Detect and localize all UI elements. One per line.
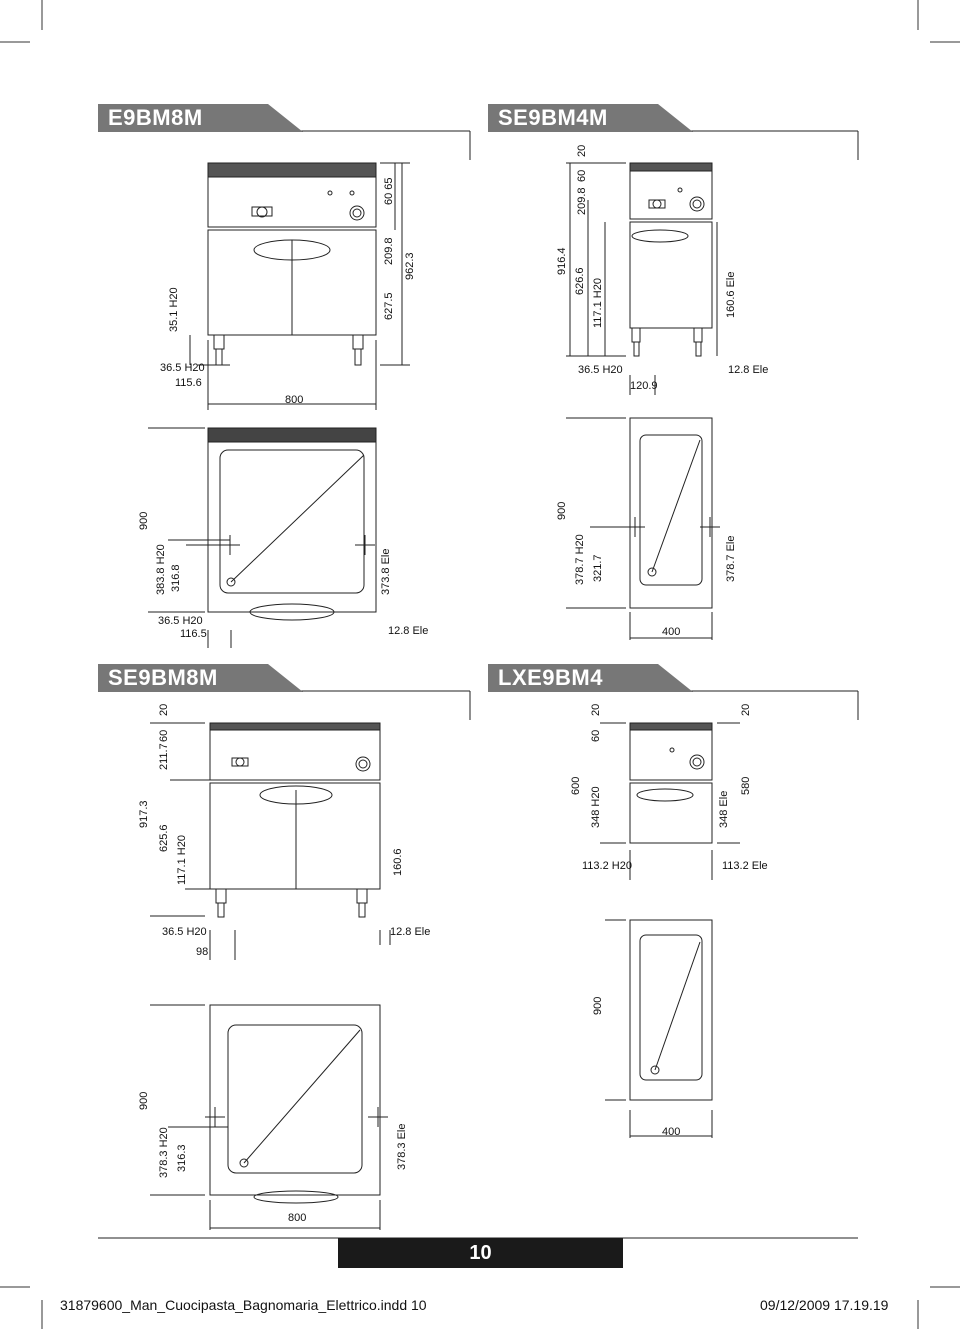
dim-label: 113.2 H20 <box>582 860 632 872</box>
dim-label: 36.5 H20 <box>158 615 203 627</box>
dim-label: 378.3 Ele <box>396 1123 408 1170</box>
dim-label: 36.5 H20 <box>578 364 623 376</box>
dim-label: 917.3 <box>138 800 150 828</box>
dim-label: 378.7 H20 <box>574 534 586 585</box>
dim-label: 160.6 Ele <box>725 271 737 318</box>
dim-label: 35.1 H20 <box>168 287 180 332</box>
dim-label: 209.8 <box>383 237 395 265</box>
page-number: 10 <box>338 1238 623 1268</box>
dim-label: 36.5 H20 <box>162 926 207 938</box>
dim-label: 900 <box>138 1091 150 1110</box>
dim-label: 60 <box>158 729 170 742</box>
dim-label: 20 <box>740 703 752 716</box>
dim-label: 316.8 <box>170 564 182 592</box>
dim-label: 321.7 <box>592 554 604 582</box>
dim-label: 211.7 <box>158 743 170 770</box>
dim-label: 20 <box>158 703 170 716</box>
dim-label: 378.3 H20 <box>158 1127 170 1178</box>
footer-filename: 31879600_Man_Cuocipasta_Bagnomaria_Elett… <box>60 1297 427 1313</box>
section-title-e9bm8m: E9BM8M <box>98 104 303 132</box>
dim-label: 60 <box>590 729 602 742</box>
dim-label: 378.7 Ele <box>725 535 737 582</box>
dim-label: 116.5 <box>180 628 207 640</box>
dim-label: 900 <box>592 996 604 1015</box>
dim-label: 400 <box>662 626 681 638</box>
se9bm4m-plan <box>566 417 720 640</box>
e9bm8m-plan <box>148 427 377 648</box>
dim-label: 348 H20 <box>590 786 602 828</box>
dim-label: 12.8 Ele <box>390 926 431 938</box>
dim-label: 348 Ele <box>718 790 730 828</box>
dim-label: 900 <box>138 511 150 530</box>
dim-label: 36.5 H20 <box>160 362 205 374</box>
section-title-se9bm4m: SE9BM4M <box>488 104 693 132</box>
dim-label: 962.3 <box>404 252 416 280</box>
se9bm4m-front <box>566 162 718 395</box>
dim-label: 117.1 H20 <box>592 278 604 328</box>
dim-label: 627.5 <box>383 292 395 320</box>
dim-label: 98 <box>196 946 209 958</box>
dim-label: 900 <box>556 501 568 520</box>
dim-label: 20 <box>590 703 602 716</box>
dim-label: 580 <box>740 776 752 795</box>
dim-label: 60 65 <box>383 177 395 205</box>
section-title-se9bm8m: SE9BM8M <box>98 664 303 692</box>
dim-label: 916.4 <box>556 247 568 275</box>
dim-label: 113.2 Ele <box>722 860 768 872</box>
dim-label: 60 <box>576 169 588 182</box>
dim-label: 373.8 Ele <box>380 548 392 595</box>
dim-label: 115.6 <box>175 377 202 389</box>
dim-label: 800 <box>285 394 304 406</box>
dim-label: 316.3 <box>176 1144 188 1172</box>
dim-label: 12.8 Ele <box>388 625 429 637</box>
dim-label: 209.8 <box>576 187 588 215</box>
e9bm8m-front <box>189 162 410 410</box>
dim-label: 117.1 H20 <box>176 835 188 885</box>
se9bm8m-plan <box>150 1004 388 1230</box>
dim-label: 625.6 <box>158 824 170 852</box>
lxe9bm4-plan <box>605 919 713 1138</box>
dim-label: 600 <box>570 776 582 795</box>
section-title-lxe9bm4: LXE9BM4 <box>488 664 693 692</box>
dim-label: 383.8 H20 <box>155 544 167 595</box>
dim-label: 626.6 <box>574 267 586 295</box>
footer-datetime: 09/12/2009 17.19.19 <box>760 1297 889 1313</box>
dim-label: 800 <box>288 1212 307 1224</box>
lxe9bm4-front <box>600 722 740 880</box>
dim-label: 400 <box>662 1126 681 1138</box>
dim-label: 160.6 <box>392 848 404 876</box>
dim-label: 120.9 <box>630 380 658 392</box>
dim-label: 12.8 Ele <box>728 364 769 376</box>
se9bm8m-front <box>150 722 391 960</box>
dim-label: 20 <box>576 144 588 157</box>
